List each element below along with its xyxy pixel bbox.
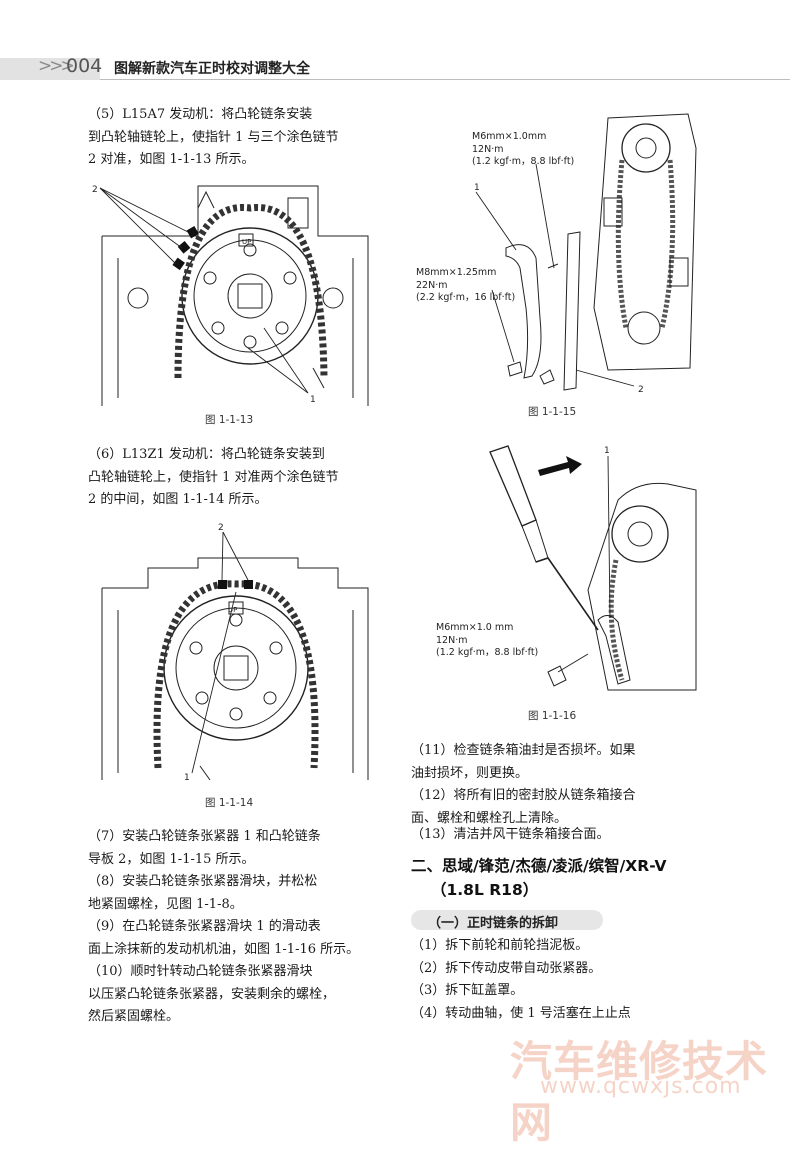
figure-1-1-13: 2 1 UP [92,185,369,406]
step-8-paragraph: （8）安装凸轮链条张紧器滑块，并松松 地紧固螺栓，见图 1-1-8。 [88,871,380,916]
text-line: （6）L13Z1 发动机：将凸轮链条安装到 [88,447,325,462]
text-line: 凸轮轴链轮上，使指针 1 对准两个涂色链节 [88,469,339,485]
spec-line: M8mm×1.25mm [416,267,497,278]
section-title: 二、思域/锋范/杰德/凌派/缤智/XR-V （1.8L R18） [411,854,781,902]
figure-callout-1: 1 [184,773,190,783]
text-line: 面上涂抹新的发动机机油，如图 1-1-16 所示。 [88,941,360,957]
spec-line: (1.2 kgf·m，8.8 lbf·ft) [472,156,575,167]
up-mark: UP [228,606,237,614]
spec-line: 22N·m [416,279,448,291]
text-line: （13）清洁并风干链条箱接合面。 [411,827,610,842]
figure-callout-2: 2 [218,523,224,533]
spec-line: 12N·m [436,634,468,646]
figure-callout-1: 1 [474,183,480,193]
text-line: 2 对准，如图 1-1-13 所示。 [88,152,255,167]
book-title: 图解新款汽车正时校对调整大全 [114,61,310,77]
text-line: （11）检查链条箱油封是否损坏。如果 [411,743,636,758]
text-line: 然后紧固螺栓。 [88,1009,180,1024]
step-11-paragraph: （11）检查链条箱油封是否损坏。如果 油封损坏，则更换。 [411,740,701,785]
figure-caption: 图 1-1-16 [528,710,577,722]
up-mark: UP [242,238,251,246]
subsection-title-box [411,910,603,930]
subsection-title: （一）正时链条的拆卸 [428,916,559,931]
torque-spec-m6: M6mm×1.0mm 12N·m (1.2 kgf·m，8.8 lbf·ft) [472,131,574,169]
section-title-line: 二、思域/锋范/杰德/凌派/缤智/XR-V [411,857,667,875]
figure-callout-2: 2 [638,385,644,395]
text-line: （10）顺时针转动凸轮链条张紧器滑块 [88,964,313,979]
figure-callout-1: 1 [310,395,316,405]
page-number: 004 [66,55,103,77]
figure-callout-1: 1 [604,446,610,456]
figure-1-1-15: 1 2 [474,113,697,395]
text-line: （9）在凸轮链条张紧器滑块 1 的滑动表 [88,919,321,934]
text-line: 地紧固螺栓，见图 1-1-8。 [88,896,243,912]
text-line: 油封损坏，则更换。 [411,765,529,781]
section-title-line: （1.8L R18） [431,881,539,899]
text-line: 面、螺栓和螺栓孔上清除。 [411,810,568,826]
figure-caption: 图 1-1-15 [528,406,577,418]
spec-line: 12N·m [472,143,504,155]
torque-spec-m6: M6mm×1.0 mm 12N·m (1.2 kgf·m，8.8 lbf·ft) [436,622,538,660]
watermark-url: www.qcwxjs.com [540,1074,742,1099]
removal-steps: （1）拆下前轮和前轮挡泥板。 （2）拆下传动皮带自动张紧器。 （3）拆下缸盖罩。… [411,935,701,1025]
spec-line: M6mm×1.0mm [472,131,547,142]
text-line: （12）将所有旧的密封胶从链条箱接合 [411,788,636,803]
spec-line: (2.2 kgf·m，16 lbf·ft) [416,292,516,303]
step-13-paragraph: （13）清洁并风干链条箱接合面。 [411,824,701,847]
figure-1-1-14: 2 1 UP [101,523,369,783]
step-5-paragraph: （5）L15A7 发动机：将凸轮链条安装 到凸轮轴链轮上，使指针 1 与三个涂色… [88,104,380,172]
step-6-paragraph: （6）L13Z1 发动机：将凸轮链条安装到 凸轮轴链轮上，使指针 1 对准两个涂… [88,444,380,512]
figure-caption: 图 1-1-13 [205,414,254,426]
header-arrows: >>> [38,56,75,76]
step-9-paragraph: （9）在凸轮链条张紧器滑块 1 的滑动表 面上涂抹新的发动机机油，如图 1-1-… [88,916,380,961]
text-line: 以压紧凸轮链条张紧器，安装剩余的螺栓， [88,986,336,1002]
figure-callout-2: 2 [92,185,98,195]
text-line: （8）安装凸轮链条张紧器滑块，并松松 [88,874,318,889]
spec-line: M6mm×1.0 mm [436,622,514,633]
spec-line: (1.2 kgf·m，8.8 lbf·ft) [436,647,539,658]
text-line: （5）L15A7 发动机：将凸轮链条安装 [88,107,313,122]
header-rule [100,79,790,80]
step-10-paragraph: （10）顺时针转动凸轮链条张紧器滑块 以压紧凸轮链条张紧器，安装剩余的螺栓， 然… [88,961,380,1029]
header-band [0,58,100,80]
figure-1-1-16: 1 [489,445,697,691]
list-item: （2）拆下传动皮带自动张紧器。 [411,960,602,976]
list-item: （3）拆下缸盖罩。 [411,983,524,998]
torque-spec-m8: M8mm×1.25mm 22N·m (2.2 kgf·m，16 lbf·ft) [416,267,515,305]
text-line: 导板 2，如图 1-1-15 所示。 [88,851,255,867]
figure-caption: 图 1-1-14 [205,797,254,809]
text-line: 2 的中间，如图 1-1-14 所示。 [88,492,268,507]
list-item: （1）拆下前轮和前轮挡泥板。 [411,938,589,953]
text-line: 到凸轮轴链轮上，使指针 1 与三个涂色链节 [88,129,339,145]
list-item: （4）转动曲轴，使 1 号活塞在上止点 [411,1005,631,1021]
step-7-paragraph: （7）安装凸轮链条张紧器 1 和凸轮链条 导板 2，如图 1-1-15 所示。 [88,826,380,871]
step-12-paragraph: （12）将所有旧的密封胶从链条箱接合 面、螺栓和螺栓孔上清除。 [411,785,701,830]
page-header: >>> 004 图解新款汽车正时校对调整大全 [0,52,790,82]
text-line: （7）安装凸轮链条张紧器 1 和凸轮链条 [88,829,321,844]
